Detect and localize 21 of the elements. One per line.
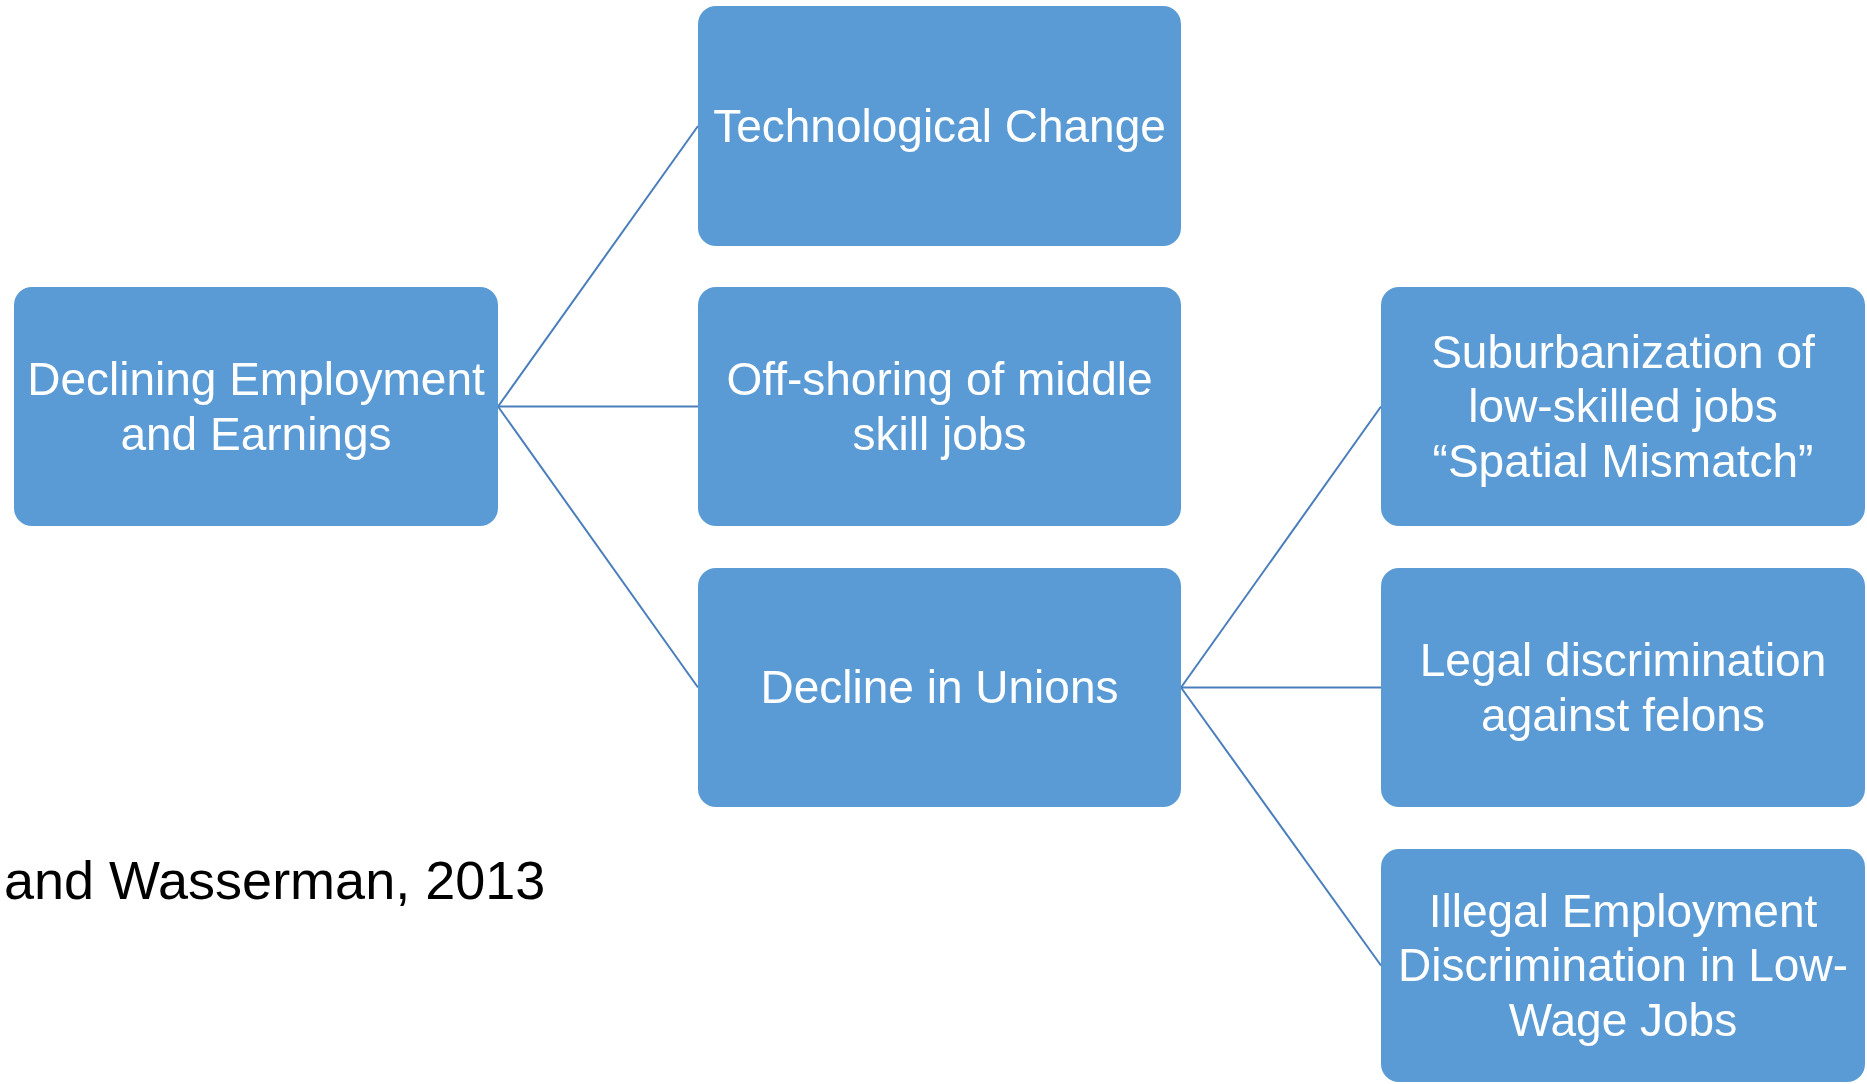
- connector-line: [497, 405, 699, 408]
- box-text: Declining Employment and Earnings: [26, 352, 486, 461]
- connector-line: [1180, 686, 1382, 967]
- process-box: [698, 568, 1181, 807]
- box-text: Illegal Employment Discrimination in Low-Wage Jobs: [1397, 884, 1849, 1047]
- box-text: Decline in Unions: [760, 660, 1119, 715]
- box-text: Legal discrimination against felons: [1418, 633, 1828, 742]
- citation-text: and Wasserman, 2013: [4, 849, 546, 912]
- box-text: Suburbanization of low-skilled jobs “Spatial Mismatch”: [1430, 325, 1816, 488]
- box-text: Technological Change: [713, 98, 1166, 154]
- process-box: [1381, 568, 1865, 807]
- connector-line: [497, 405, 699, 689]
- process-box: [698, 6, 1181, 246]
- connector-line: [1180, 405, 1382, 689]
- process-box: [1381, 287, 1865, 526]
- process-box: [14, 287, 498, 526]
- process-box: [1381, 849, 1865, 1082]
- connector-line: [1180, 686, 1382, 689]
- process-box: [698, 287, 1181, 526]
- box-text: Off-shoring of middle skill jobs: [725, 352, 1154, 461]
- connector-line: [497, 125, 699, 408]
